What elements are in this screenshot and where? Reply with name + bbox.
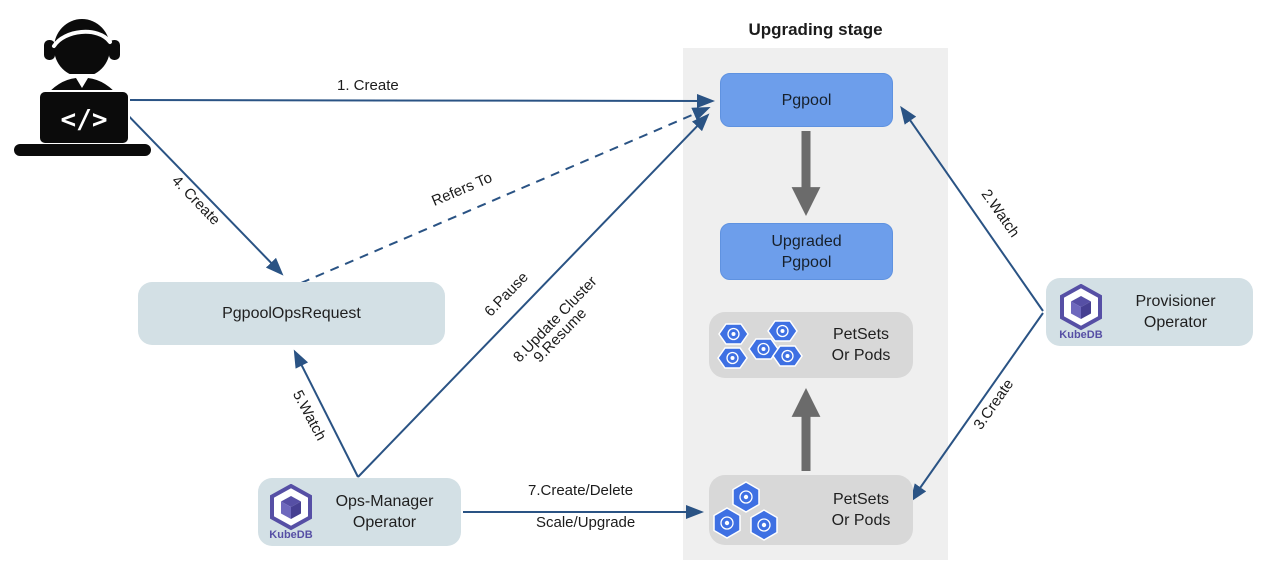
node-provisioner-operator: KubeDB Provisioner Operator	[1046, 278, 1253, 346]
edge-label-create-delete7: 7.Create/Delete	[528, 482, 634, 499]
edge-label-scale-upgrade7: Scale/Upgrade	[536, 514, 636, 531]
node-petsets-top: PetSets Or Pods	[709, 312, 913, 378]
stage-title: Upgrading stage	[748, 20, 883, 39]
node-petsets-bottom-label: PetSets Or Pods	[831, 491, 891, 529]
kubedb-logo: KubeDB	[1059, 284, 1103, 340]
edge-refers-to	[300, 107, 711, 284]
edge-watch5	[293, 349, 359, 478]
node-ops-manager-label: Ops-Manager Operator	[335, 493, 434, 531]
node-upgraded-line1: Upgraded	[771, 232, 842, 250]
pod-hexagon-icon	[713, 507, 741, 539]
kubedb-logo: KubeDB	[269, 484, 313, 540]
node-ops-manager-operator: KubeDB Ops-Manager Operator	[258, 478, 461, 546]
kubedb-wordmark: KubeDB	[269, 529, 312, 540]
edge-create4	[116, 103, 284, 276]
pod-hexagon-icon	[732, 481, 760, 513]
node-petsets-bottom: PetSets Or Pods	[709, 475, 913, 545]
node-upgraded-pgpool: Upgraded Pgpool	[720, 223, 893, 280]
pod-hexagon-icon	[767, 320, 798, 342]
node-petsets-top-label: PetSets Or Pods	[831, 326, 891, 364]
pod-hexagon-icon	[717, 347, 748, 369]
node-pgpool: Pgpool	[720, 73, 893, 127]
edge-label-create1: 1. Create	[337, 77, 399, 94]
edge-create1	[116, 93, 715, 108]
pod-hexagon-icon	[750, 509, 778, 541]
pod-hexagon-icon	[718, 323, 749, 345]
node-pgpool-ops-request-label: PgpoolOpsRequest	[222, 305, 361, 322]
edge-pause-update-resume	[357, 113, 710, 478]
node-pgpool-label: Pgpool	[781, 91, 832, 109]
node-upgraded-line2: Pgpool	[781, 253, 832, 271]
node-pgpool-ops-request: PgpoolOpsRequest	[138, 282, 445, 345]
developer-laptop-icon: </>	[14, 19, 151, 156]
code-glyph: </>	[61, 105, 108, 135]
pod-hexagon-icon	[748, 338, 779, 360]
pod-hexagon-icon	[772, 345, 803, 367]
kubedb-wordmark: KubeDB	[1059, 329, 1102, 340]
upgrading-stage-panel	[683, 48, 948, 560]
node-provisioner-label: Provisioner Operator	[1135, 293, 1216, 331]
edge-create3	[910, 312, 1044, 503]
edge-watch2	[900, 105, 1044, 312]
